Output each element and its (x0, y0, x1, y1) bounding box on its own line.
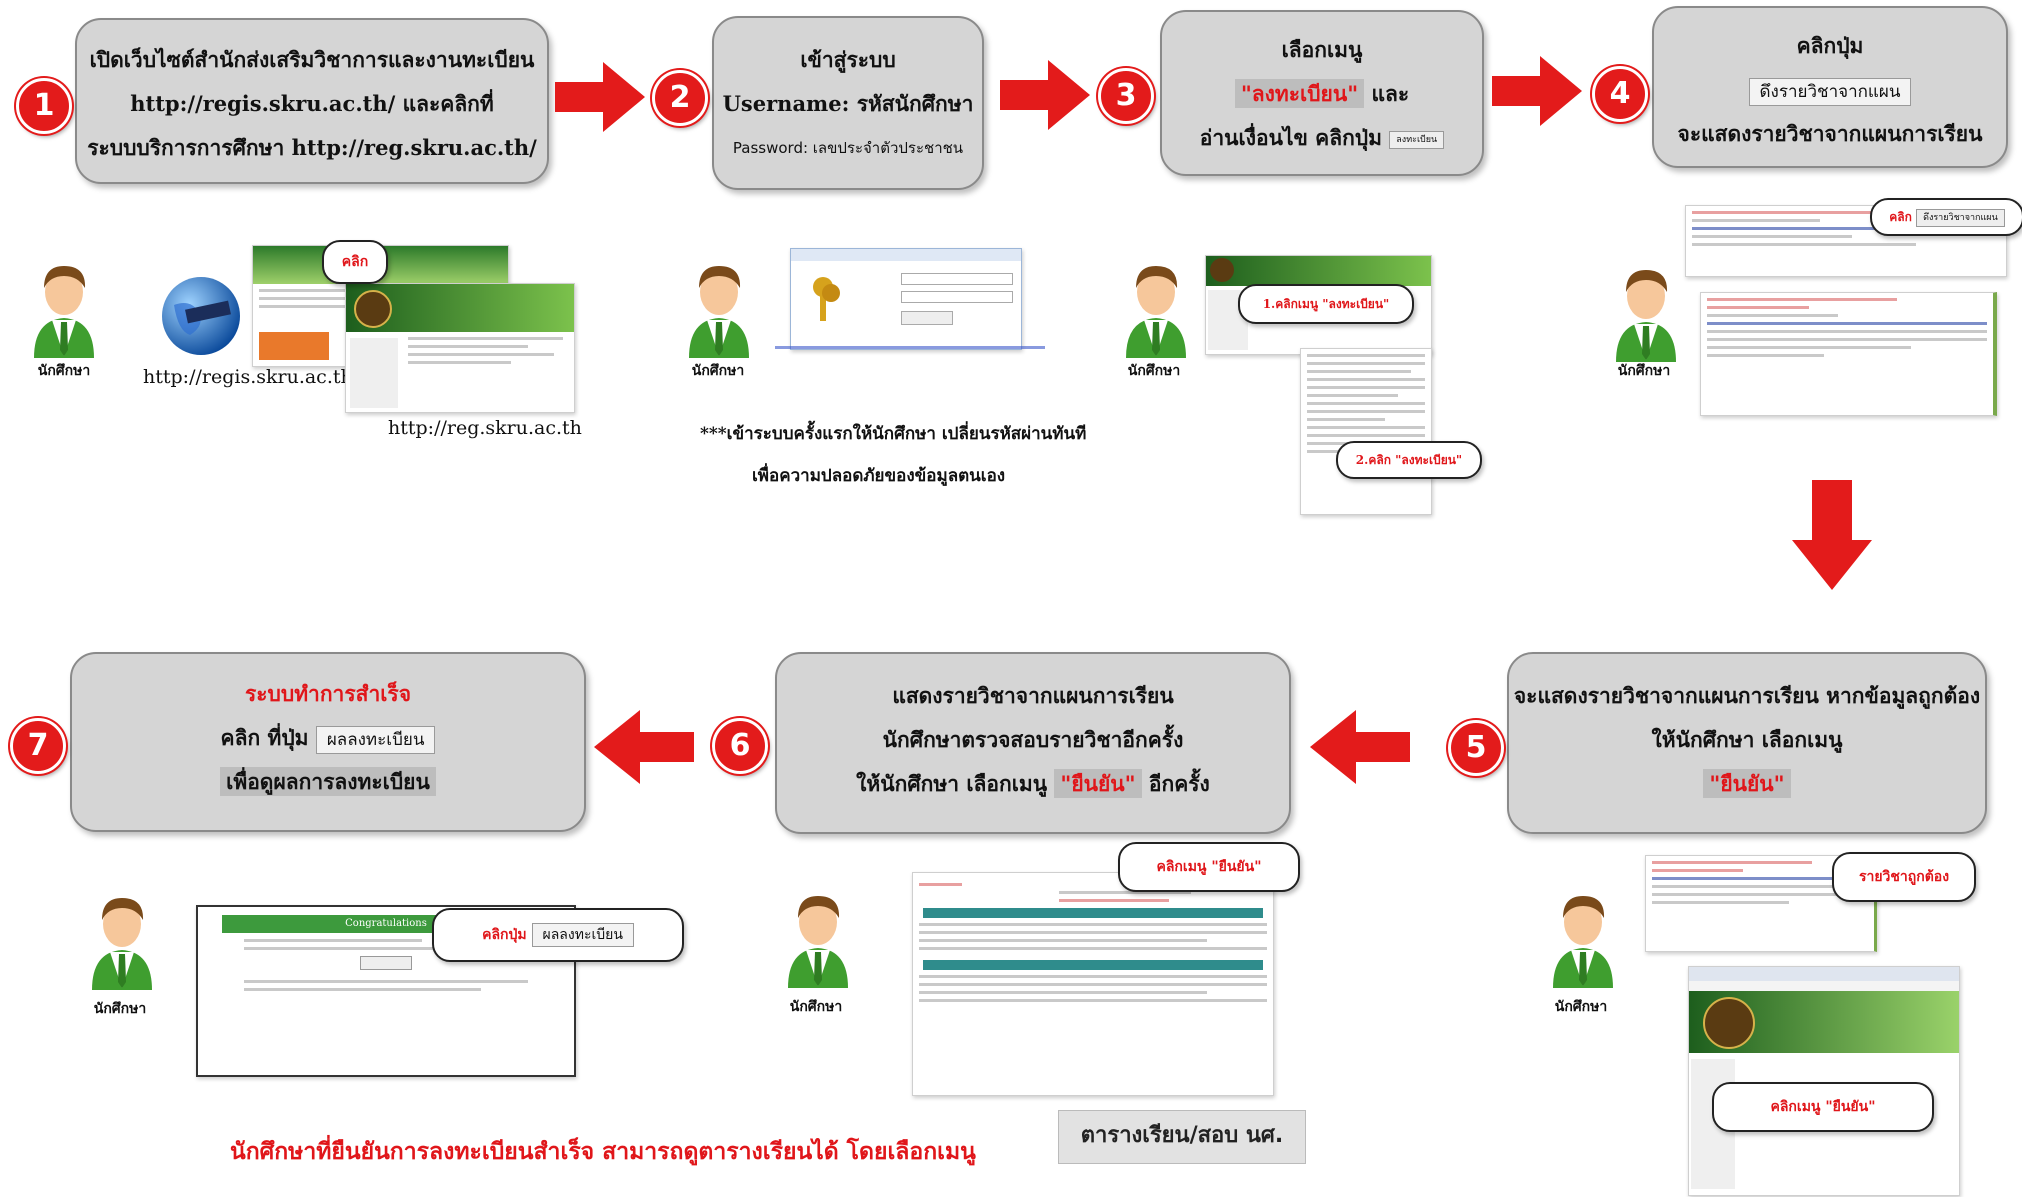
step2-password: Password: เลขประจำตัวประชาชน (732, 139, 964, 157)
student-label-2: นักศึกษา (691, 363, 745, 379)
step7-box: ระบบทำการสำเร็จ คลิก ที่ปุ่ม ผลลงทะเบียน… (70, 652, 586, 832)
bubble-step7: คลิกปุ่ม ผลลงทะเบียน (432, 908, 684, 962)
step2-number: 2 (652, 70, 708, 126)
confirm-screenshot (912, 872, 1274, 1096)
bubble-step7-button[interactable]: ผลลงทะเบียน (531, 923, 634, 947)
login-note-line1: ***เข้าระบบครั้งแรกให้นักศึกษา เปลี่ยนรห… (700, 424, 1087, 444)
step5-line1: จะแสดงรายวิชาจากแผนการเรียน หากข้อมูลถูก… (1513, 683, 1981, 708)
student-avatar-2 (689, 266, 749, 358)
step4-number: 4 (1592, 66, 1648, 122)
step6-number: 6 (712, 718, 768, 774)
student-avatar-4 (1616, 270, 1676, 362)
step6-line3-before: ให้นักศึกษา เลือกเมนู (856, 771, 1055, 796)
step1-number: 1 (16, 78, 72, 134)
bubble-step7-label: คลิกปุ่ม (482, 927, 527, 943)
step5-number: 5 (1448, 720, 1504, 776)
arrow-left-2 (594, 710, 694, 784)
step3-menu-highlight: "ลงทะเบียน" (1234, 79, 1365, 108)
login-blue-note (775, 346, 1045, 349)
step7-number: 7 (10, 718, 66, 774)
step2-title: เข้าสู่ระบบ (800, 47, 896, 72)
student-label-4: นักศึกษา (1617, 363, 1671, 379)
bubble-step5a: รายวิชาถูกต้อง (1832, 852, 1976, 902)
student-label-3: นักศึกษา (1127, 363, 1181, 379)
step3-register-button[interactable]: ลงทะเบียน (1389, 130, 1445, 149)
step1-line2: http://regis.skru.ac.th/ และคลิกที่ (130, 91, 494, 116)
step2-box: เข้าสู่ระบบ Username: รหัสนักศึกษา Passw… (712, 16, 984, 190)
step1-line3: ระบบบริการการศึกษา http://reg.skru.ac.th… (87, 135, 537, 160)
student-avatar-1 (34, 266, 94, 358)
student-label-5: นักศึกษา (1554, 999, 1608, 1015)
step1-line1: เปิดเว็บไซต์สำนักส่งเสริมวิชาการและงานทะ… (89, 47, 535, 72)
step5-line2: ให้นักศึกษา เลือกเมนู (1651, 727, 1843, 752)
step1-box: เปิดเว็บไซต์สำนักส่งเสริมวิชาการและงานทะ… (75, 18, 549, 184)
step5-box: จะแสดงรายวิชาจากแผนการเรียน หากข้อมูลถูก… (1507, 652, 1987, 834)
bubble-click-step1-text: คลิก (341, 254, 369, 270)
bubble-step5b-text: คลิกเมนู "ยืนยัน" (1770, 1099, 1876, 1115)
bubble-step3b: 2.คลิก "ลงทะเบียน" (1336, 441, 1482, 479)
step3-number: 3 (1098, 68, 1154, 124)
login-note-line2: เพื่อความปลอดภัยของข้อมูลตนเอง (752, 466, 1006, 486)
bubble-step3a-text: 1.คลิกเมนู "ลงทะเบียน" (1262, 297, 1390, 311)
step5-highlight: "ยืนยัน" (1703, 769, 1791, 798)
student-label-1: นักศึกษา (37, 363, 91, 379)
step6-line3: ให้นักศึกษา เลือกเมนู "ยืนยัน" อีกครั้ง (777, 762, 1289, 806)
arrow-right-2 (1000, 60, 1090, 130)
conditions-screenshot (1300, 348, 1432, 515)
step6-line3-after: อีกครั้ง (1141, 771, 1210, 796)
confirm-menu-screenshot (1688, 966, 1960, 1196)
step3-after-highlight: และ (1364, 81, 1410, 106)
step7-title: ระบบทำการสำเร็จ (244, 681, 411, 706)
arrow-right-1 (555, 62, 645, 132)
bubble-step3b-text: 2.คลิก "ลงทะเบียน" (1355, 453, 1463, 467)
globe-icon (162, 277, 240, 355)
reg-website-screenshot (345, 283, 575, 413)
bubble-step4: คลิก ดึงรายวิชาจากแผน (1870, 198, 2022, 236)
arrow-down (1792, 480, 1872, 590)
step7-line3: เพื่อดูผลการลงทะเบียน (220, 767, 436, 796)
step3-title: เลือกเมนู (1281, 37, 1363, 62)
step4-box: คลิกปุ่ม ดึงรายวิชาจากแผน จะแสดงรายวิชาจ… (1652, 6, 2008, 168)
step2-username: Username: รหัสนักศึกษา (722, 91, 974, 116)
bubble-step6-text: คลิกเมนู "ยืนยัน" (1156, 859, 1262, 875)
bubble-step5b: คลิกเมนู "ยืนยัน" (1712, 1082, 1934, 1132)
step7-result-button[interactable]: ผลลงทะเบียน (315, 725, 436, 754)
bubble-step5a-text: รายวิชาถูกต้อง (1858, 869, 1950, 885)
bubble-step4-label: คลิก (1889, 210, 1912, 224)
timetable-menu-button[interactable]: ตารางเรียน/สอบ นศ. (1058, 1110, 1306, 1164)
step6-highlight: "ยืนยัน" (1054, 769, 1142, 798)
step7-line2: คลิก ที่ปุ่ม ผลลงทะเบียน (72, 716, 584, 760)
bubble-step3a: 1.คลิกเมนู "ลงทะเบียน" (1238, 284, 1414, 324)
step3-box: เลือกเมนู "ลงทะเบียน" และ อ่านเงื่อนไข ค… (1160, 10, 1484, 176)
bubble-step4-button[interactable]: ดึงรายวิชาจากแผน (1916, 208, 2005, 227)
step3-line3: อ่านเงื่อนไข คลิกปุ่ม ลงทะเบียน (1162, 116, 1482, 160)
step7-line2-before: คลิก ที่ปุ่ม (220, 725, 309, 750)
arrow-left-1 (1310, 710, 1410, 784)
step4-line3: จะแสดงรายวิชาจากแผนการเรียน (1677, 121, 1983, 146)
student-label-7: นักศึกษา (93, 1001, 147, 1017)
url-reg[interactable]: http://reg.skru.ac.th (388, 417, 582, 439)
step3-line3-text: อ่านเงื่อนไข คลิกปุ่ม (1199, 125, 1382, 150)
student-avatar-5 (1553, 896, 1613, 988)
bubble-click-step1: คลิก (322, 240, 388, 284)
login-screenshot (790, 248, 1022, 350)
bubble-step6: คลิกเมนู "ยืนยัน" (1118, 842, 1300, 892)
step3-line2: "ลงทะเบียน" และ (1162, 72, 1482, 116)
arrow-right-3 (1492, 56, 1582, 126)
plan-courses-screenshot-bottom (1700, 292, 1997, 416)
step4-title: คลิกปุ่ม (1796, 33, 1864, 58)
step4-pull-plan-button[interactable]: ดึงรายวิชาจากแผน (1748, 77, 1912, 106)
footer-text: นักศึกษาที่ยืนยันการลงทะเบียนสำเร็จ สามา… (230, 1138, 976, 1165)
step6-line2: นักศึกษาตรวจสอบรายวิชาอีกครั้ง (882, 727, 1184, 752)
student-avatar-6 (788, 896, 848, 988)
student-avatar-3 (1126, 266, 1186, 358)
student-label-6: นักศึกษา (789, 999, 843, 1015)
step6-box: แสดงรายวิชาจากแผนการเรียน นักศึกษาตรวจสอ… (775, 652, 1291, 834)
step6-line1: แสดงรายวิชาจากแผนการเรียน (892, 683, 1174, 708)
student-avatar-7 (92, 898, 152, 990)
url-regis[interactable]: http://regis.skru.ac.th (143, 366, 353, 388)
